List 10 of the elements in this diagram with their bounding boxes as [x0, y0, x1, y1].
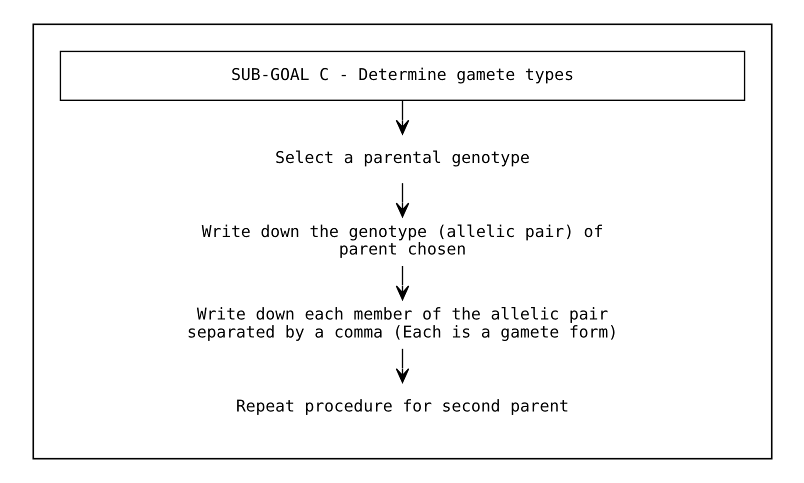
- arrow: [395, 100, 409, 135]
- node-text: Write down each member of the allelic pair separated by a comma (Each is a gamete form): [186, 304, 618, 342]
- node-text: Select a parental genotype: [274, 148, 530, 167]
- arrow: [395, 266, 409, 300]
- node-text: Repeat procedure for second parent: [236, 396, 568, 416]
- cluster: [32, 24, 772, 460]
- node-box: SUB-GOAL C - Determine gamete types: [59, 50, 745, 101]
- arrow: [395, 348, 409, 384]
- arrow: [395, 183, 409, 218]
- node-text: Write down the genotype (allelic pair) of parent chosen: [201, 222, 603, 259]
